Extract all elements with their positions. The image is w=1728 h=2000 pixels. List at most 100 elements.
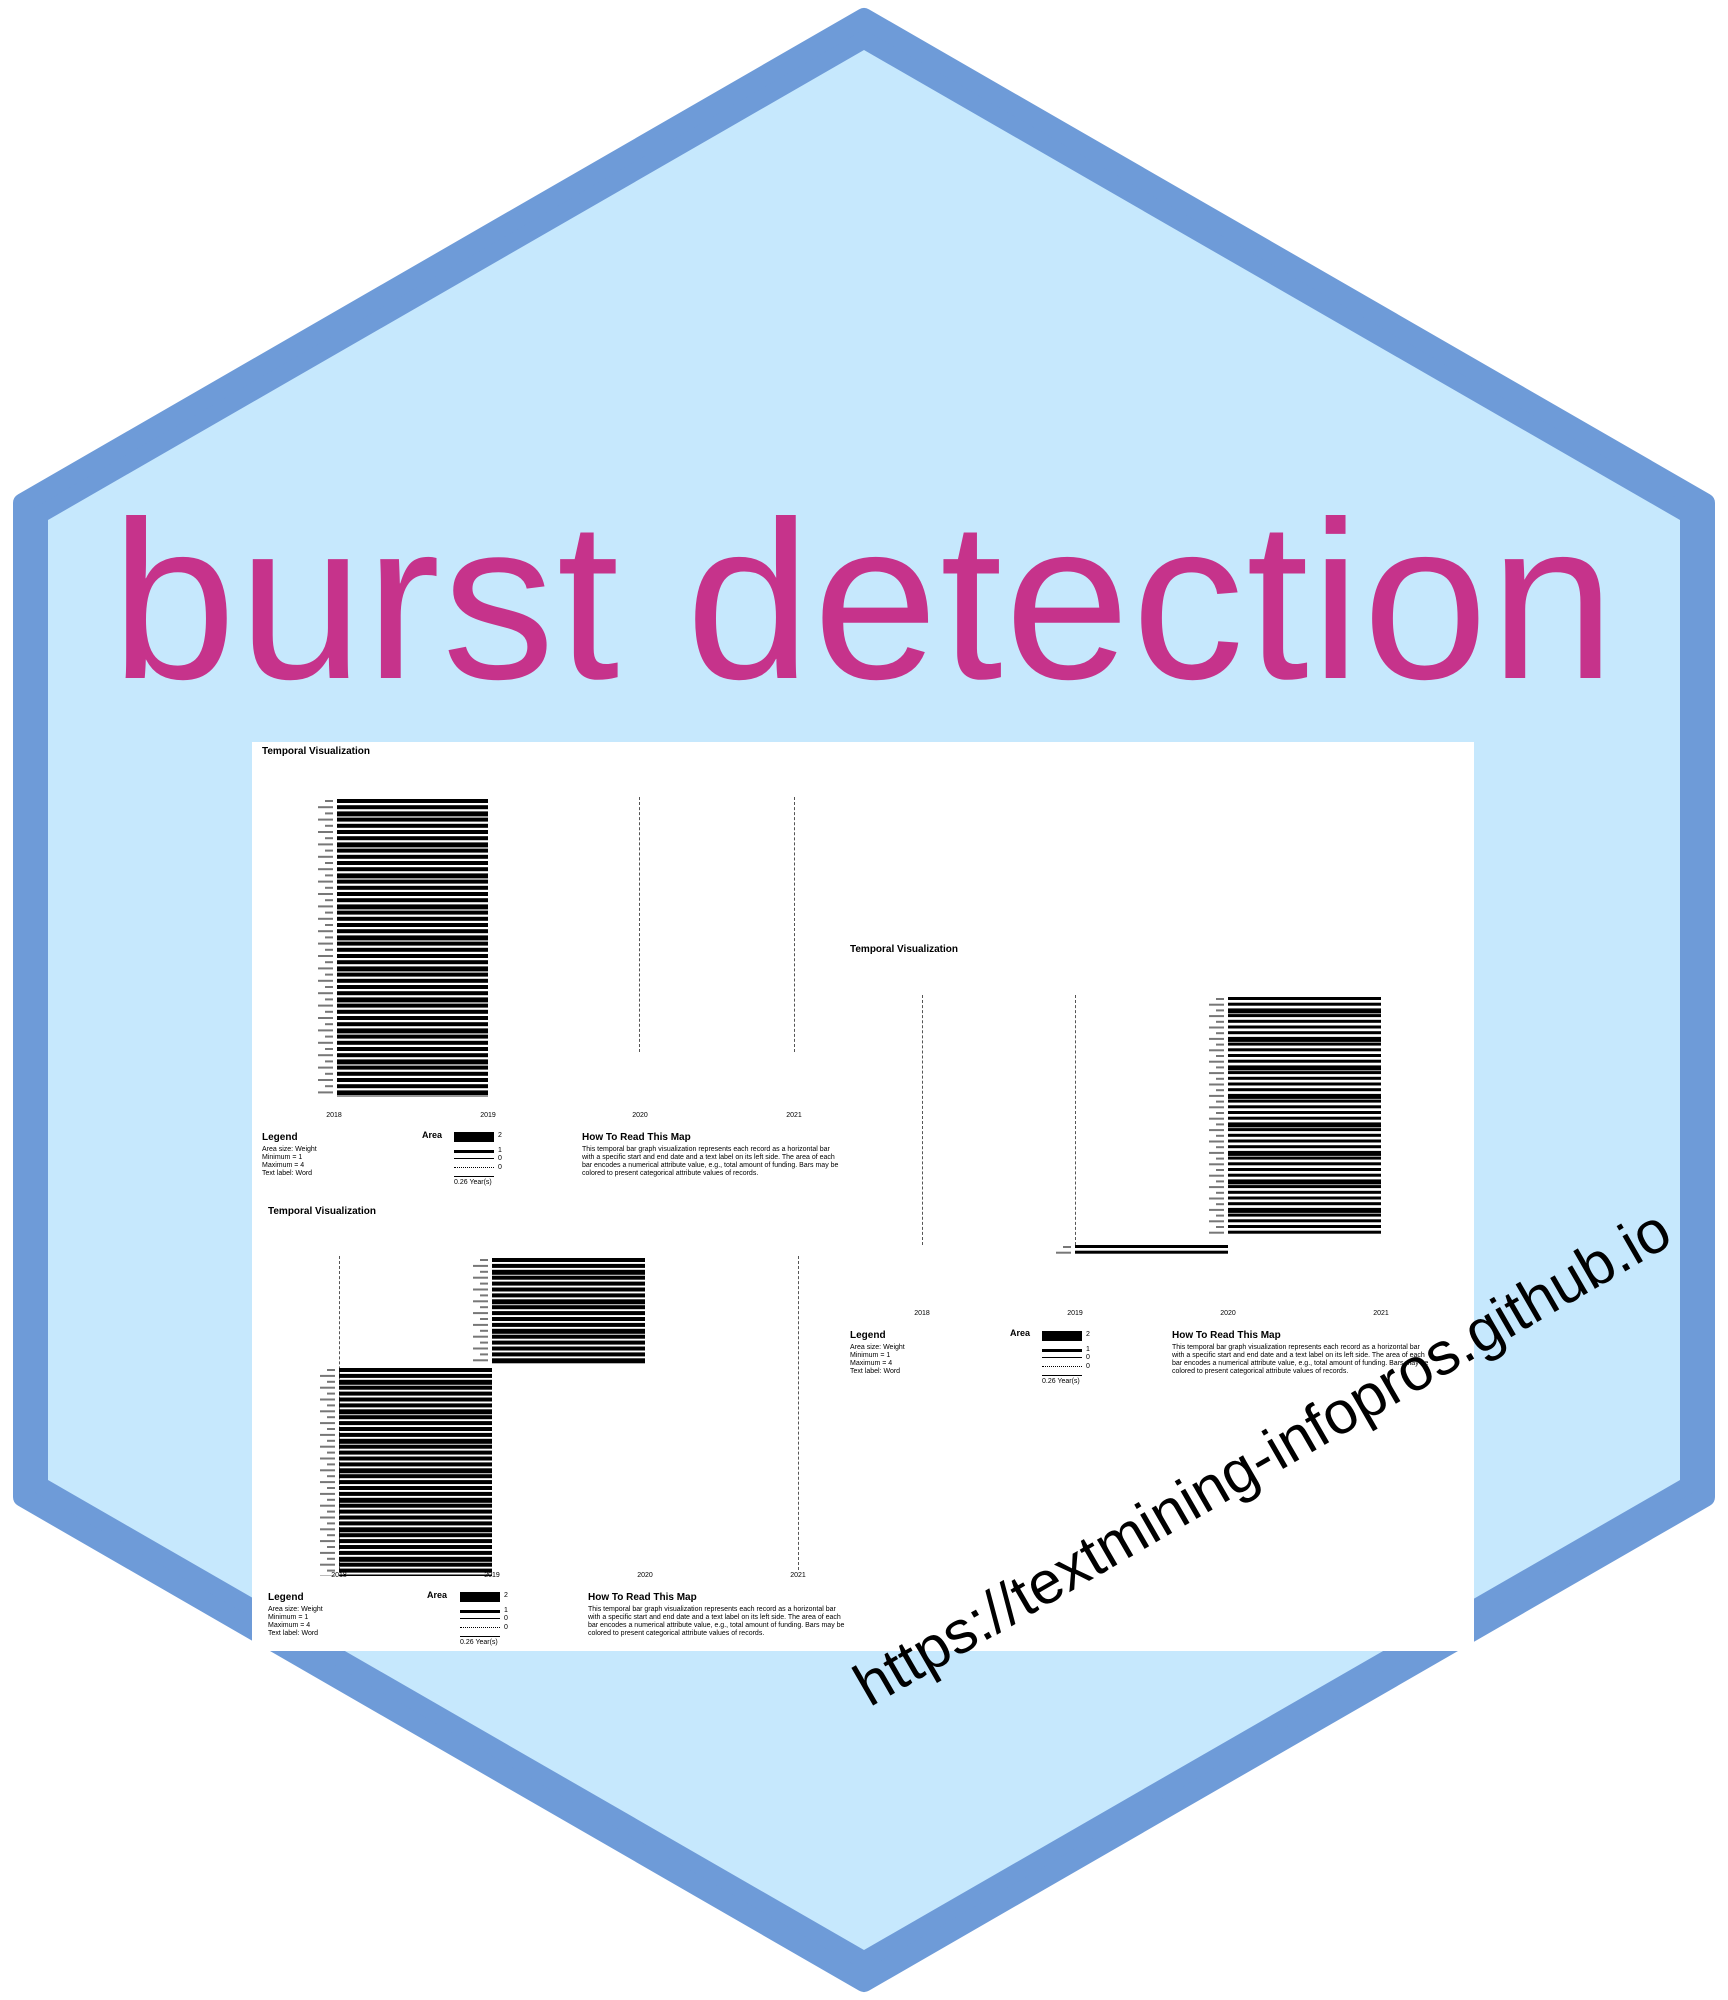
bar-label	[325, 1085, 333, 1088]
bar	[339, 1368, 492, 1372]
bar-label	[318, 1066, 333, 1069]
scale-bar	[460, 1636, 500, 1637]
bar-label	[325, 1048, 333, 1050]
bar-label	[320, 1410, 335, 1413]
bar-label	[1216, 1180, 1224, 1183]
bar-label	[1209, 1129, 1224, 1132]
bar	[1228, 1031, 1381, 1035]
area-title: Area	[1010, 1328, 1031, 1338]
bar-label	[320, 1433, 335, 1436]
bar	[339, 1521, 492, 1526]
year-tick: 2018	[331, 1572, 347, 1579]
area-value: 2	[504, 1592, 508, 1599]
bar	[337, 1009, 488, 1014]
bar-label	[320, 1528, 335, 1531]
bar-label	[318, 930, 333, 933]
bar	[1228, 1076, 1381, 1080]
howto-text: This temporal bar graph visualization re…	[1172, 1344, 1429, 1375]
bar-label	[1063, 1246, 1071, 1248]
bar	[1228, 1190, 1381, 1194]
bar-label	[1209, 1208, 1224, 1211]
bar-label	[325, 986, 333, 988]
bar-label	[320, 1481, 335, 1484]
bar-label	[480, 1294, 488, 1297]
bar	[492, 1358, 645, 1364]
temporal-visualization-1: Temporal Visualization 2018 2019 2020 20…	[252, 742, 852, 1192]
area-value: 0	[498, 1155, 502, 1162]
bar	[337, 1003, 488, 1008]
bar-label	[480, 1259, 488, 1261]
bar-label	[325, 998, 333, 1001]
bar-plot	[320, 1258, 645, 1576]
bar-label	[1216, 1020, 1224, 1023]
area-swatch	[460, 1618, 500, 1619]
bar	[339, 1427, 492, 1431]
area-title: Area	[422, 1130, 443, 1140]
bar-label	[327, 1451, 335, 1454]
bar	[337, 910, 488, 915]
bar	[1228, 1185, 1381, 1189]
bar	[339, 1373, 492, 1378]
area-swatch	[1042, 1366, 1082, 1367]
bar	[339, 1550, 492, 1555]
bar	[1228, 997, 1381, 1000]
bar	[1228, 1019, 1381, 1023]
bar	[1228, 1179, 1381, 1185]
bar-label	[318, 992, 333, 995]
year-tick: 2018	[326, 1112, 342, 1119]
bar	[1228, 1139, 1381, 1143]
area-swatch	[454, 1150, 494, 1153]
year-tick: 2020	[1220, 1310, 1236, 1317]
bar	[337, 1059, 488, 1065]
year-tick: 2021	[1373, 1310, 1389, 1317]
year-gridline	[1075, 995, 1076, 1245]
bar-label	[1056, 1251, 1071, 1254]
area-value: 2	[1086, 1331, 1090, 1338]
bar-label	[318, 818, 333, 821]
bar	[1228, 1008, 1381, 1014]
area-swatch	[460, 1627, 500, 1628]
bar-label	[473, 1276, 488, 1279]
bar-label	[320, 1445, 335, 1448]
bar	[1228, 1225, 1381, 1228]
year-tick: 2019	[1067, 1310, 1083, 1317]
bar-label	[325, 837, 333, 840]
bar	[1228, 1196, 1381, 1200]
bar-label	[318, 831, 333, 833]
bar-label	[1209, 1003, 1224, 1006]
bar	[339, 1503, 492, 1508]
bar	[339, 1562, 492, 1567]
bar-label	[318, 979, 333, 982]
vis-title: Temporal Visualization	[262, 746, 370, 757]
bar-label	[1209, 1151, 1224, 1154]
bar	[492, 1317, 645, 1321]
legend-line: Minimum = 1	[268, 1614, 309, 1621]
bar	[339, 1456, 492, 1461]
bar	[337, 830, 488, 834]
year-tick: 2020	[632, 1112, 648, 1119]
bar-label	[1209, 1106, 1224, 1109]
bar	[337, 997, 488, 1003]
bar	[339, 1385, 492, 1390]
bar	[339, 1539, 492, 1544]
bar-label	[1209, 1060, 1224, 1063]
bar-label	[1216, 1214, 1224, 1217]
bar	[337, 1078, 488, 1082]
bar	[337, 842, 488, 848]
bar	[337, 836, 488, 841]
bar	[1228, 1150, 1381, 1156]
legend-line: Minimum = 1	[262, 1154, 303, 1161]
bar	[1228, 1116, 1381, 1120]
bar	[1228, 1014, 1381, 1018]
bar	[337, 1016, 488, 1020]
legend-line: Area size: Weight	[850, 1344, 905, 1351]
bar-label	[325, 1060, 333, 1063]
bar	[337, 873, 488, 879]
bar	[339, 1545, 492, 1549]
bar	[1228, 1213, 1381, 1217]
year-gridline	[798, 1256, 799, 1570]
bar	[337, 879, 488, 884]
bar	[1228, 1082, 1381, 1086]
bar	[337, 923, 488, 927]
year-tick: 2019	[484, 1572, 500, 1579]
